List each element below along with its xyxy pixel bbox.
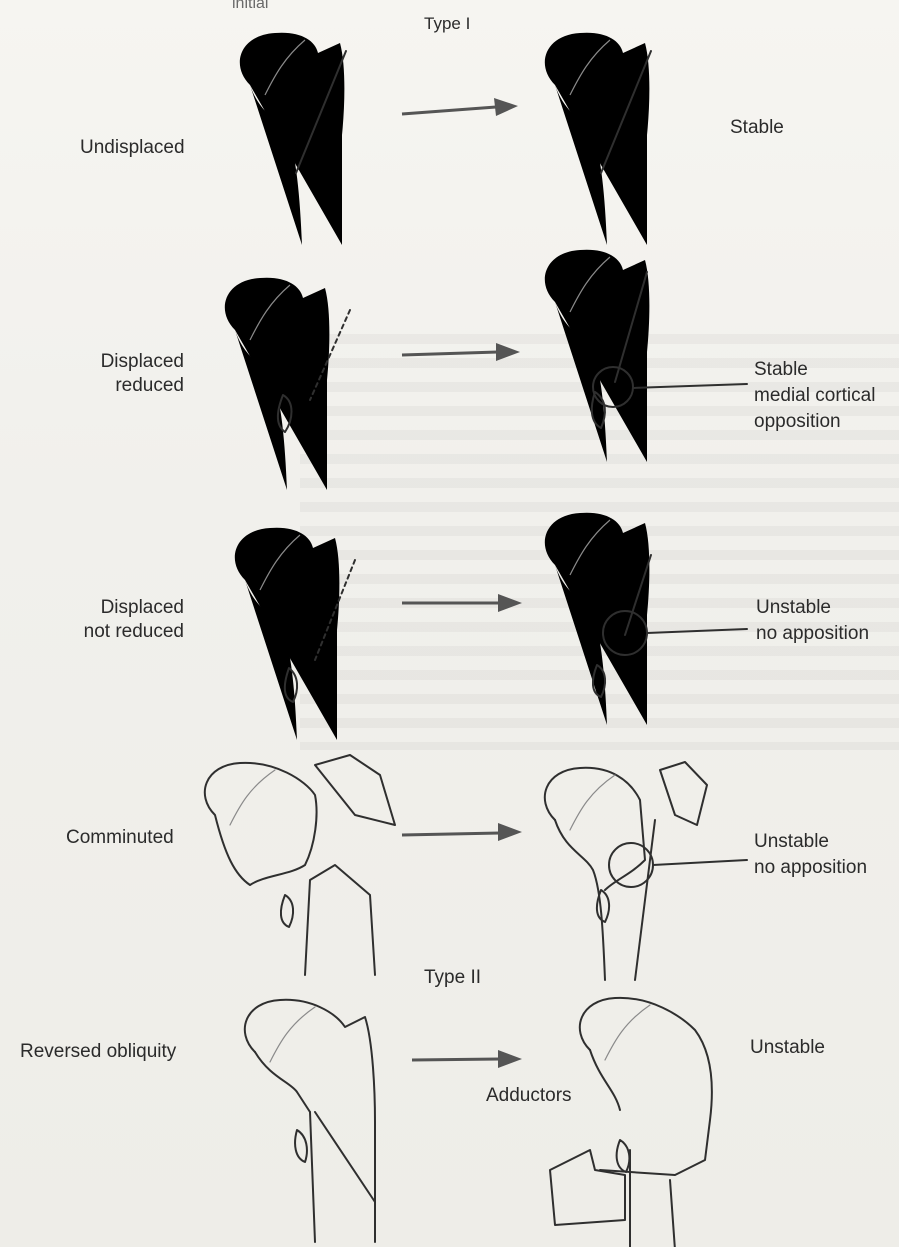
femur-displaced-reduced-before: [225, 278, 350, 490]
arrow-row-3: [402, 594, 522, 612]
femur-reversed-obliquity-after: [550, 998, 712, 1247]
femur-comminuted-after: [545, 762, 747, 980]
arrow-row-5: [412, 1050, 522, 1068]
femur-undisplaced-before: [240, 33, 346, 245]
arrow-row-2: [402, 343, 520, 361]
femur-reversed-obliquity-before: [245, 1000, 375, 1242]
femur-displaced-reduced-after: [545, 250, 747, 462]
femur-displaced-not-reduced-after: [545, 513, 747, 725]
femur-comminuted-before: [205, 755, 395, 975]
femur-undisplaced-after: [545, 33, 651, 245]
arrow-row-1: [402, 98, 518, 116]
femur-displaced-not-reduced-before: [235, 528, 355, 740]
arrow-row-4: [402, 823, 522, 841]
